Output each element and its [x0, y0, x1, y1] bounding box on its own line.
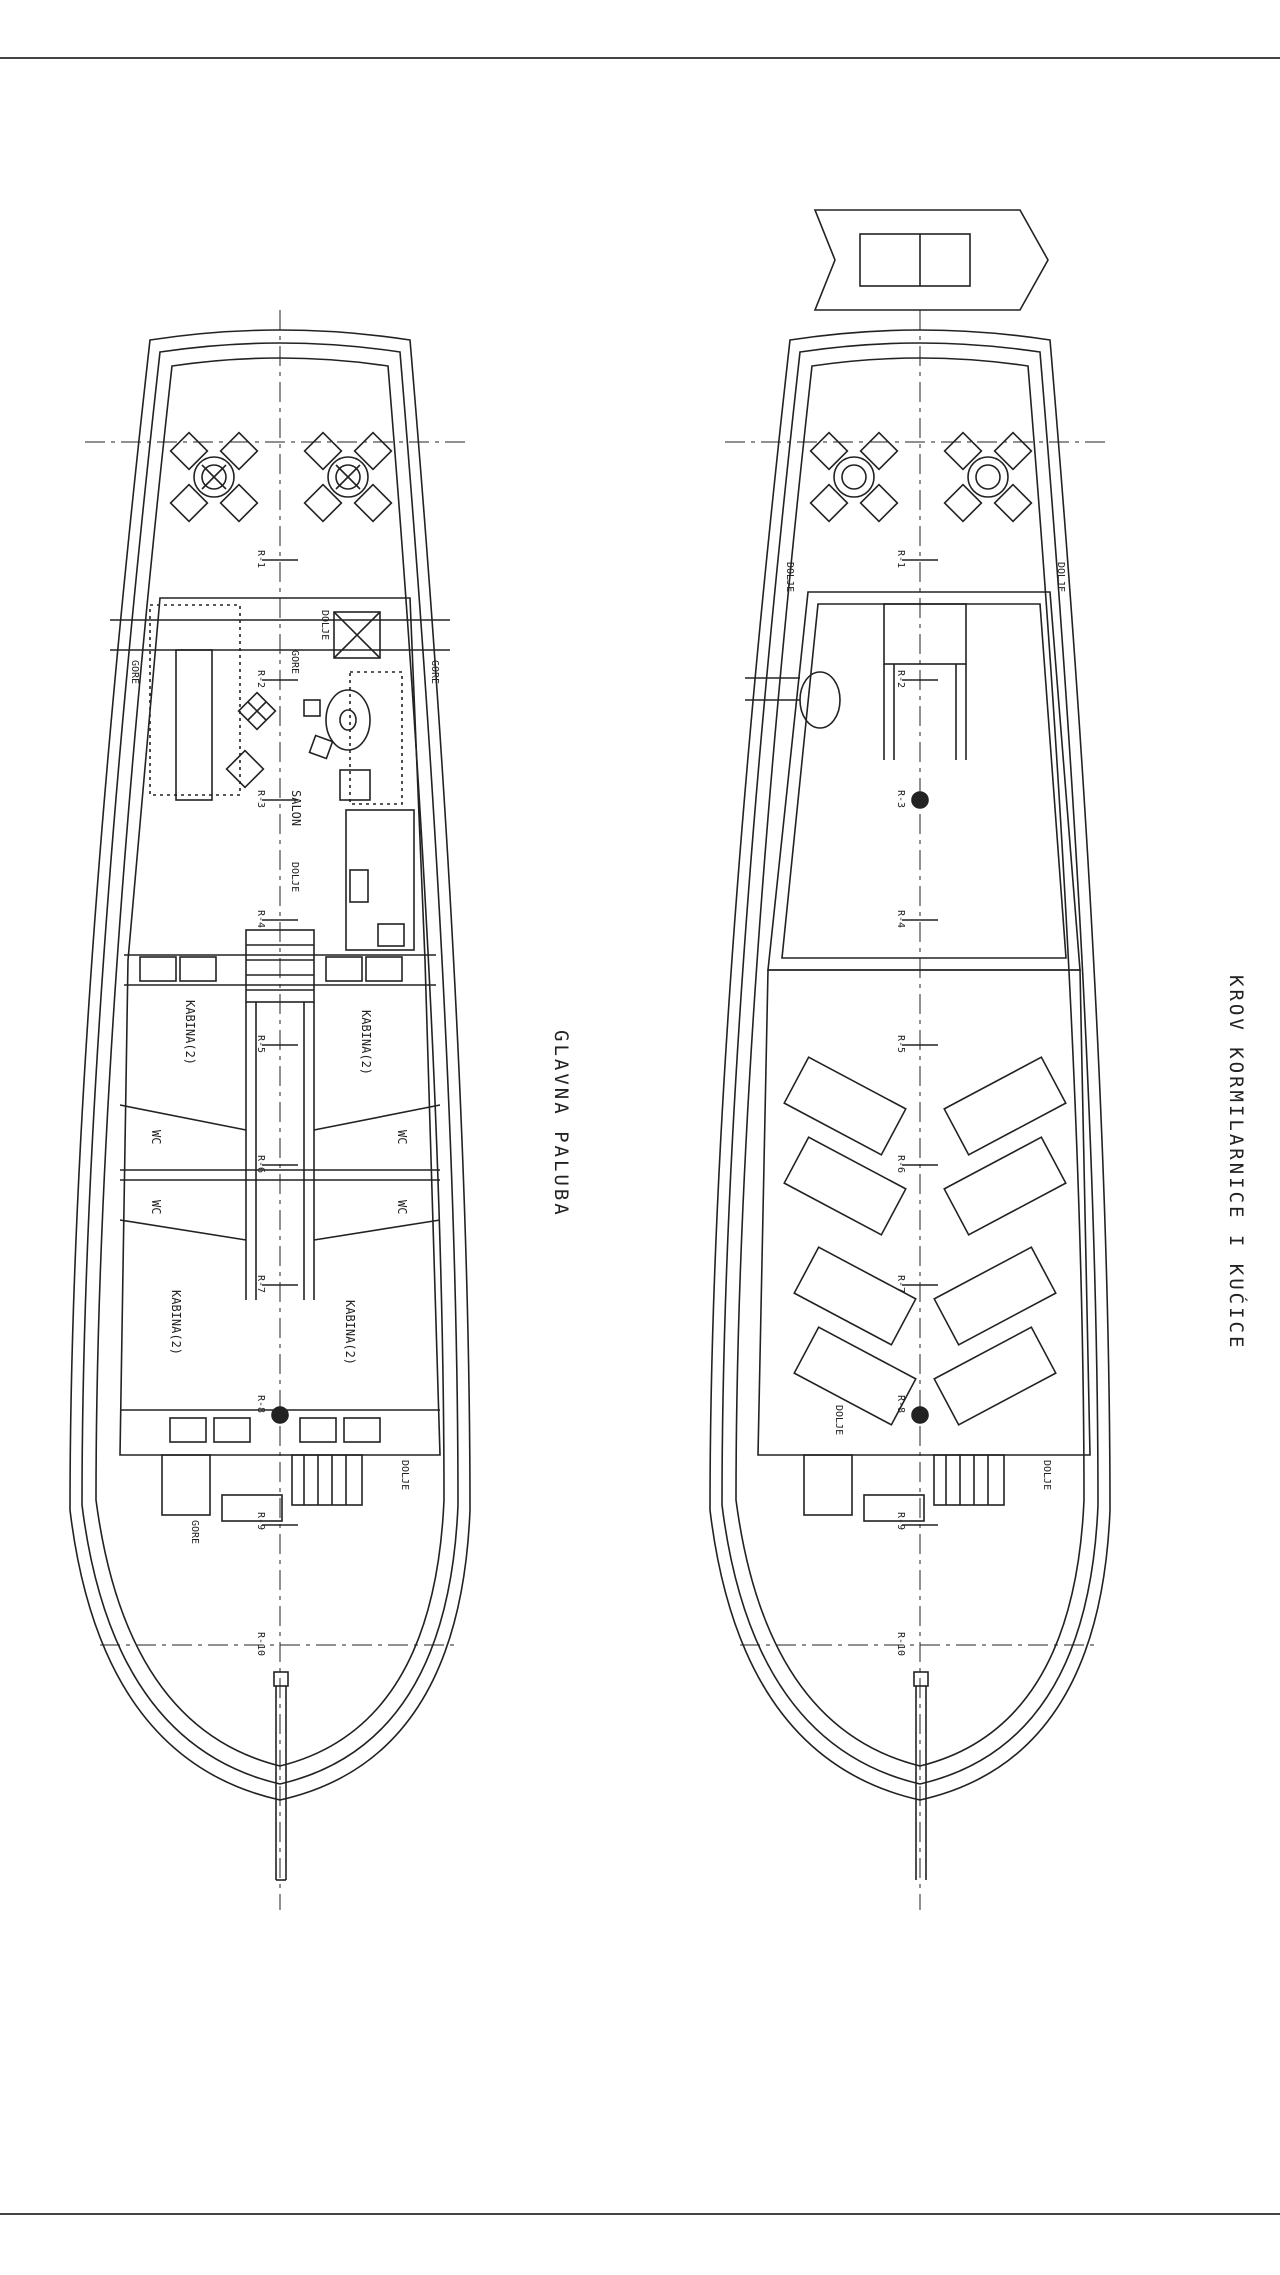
frame-label-r7-roof: R-7 — [895, 1275, 906, 1293]
dolje-label-aft: DOLJE — [319, 610, 330, 640]
dolje-label-stern: DOLJE — [399, 1460, 410, 1490]
gore-label-stern: GORE — [189, 1520, 200, 1544]
frame-label-r3-main: R-3 — [255, 790, 266, 808]
dolje-label-salon: DOLJE — [289, 862, 300, 892]
frame-label-r7-main: R-7 — [255, 1275, 266, 1293]
roof-dolje-label-right: DOLJE — [1055, 562, 1066, 592]
roof-dolje-label-stern-right: DOLJE — [1041, 1460, 1052, 1490]
aft-seating-left — [169, 431, 259, 523]
main-deckhouse — [119, 597, 441, 1456]
main-hull-outer — [69, 329, 471, 1801]
wc-label-4: WC — [395, 1200, 409, 1214]
frame-label-r8-main: R-8 — [255, 1395, 266, 1413]
wc-label-2: WC — [395, 1130, 409, 1144]
frame-label-r4-main: R-4 — [255, 910, 266, 928]
frame-label-r2-main: R-2 — [255, 670, 266, 688]
frame-label-r2-roof: R-2 — [895, 670, 906, 688]
roof-dolje-label-stern-left: DOLJE — [833, 1405, 844, 1435]
frame-label-r1-main: R-1 — [255, 550, 266, 568]
frame-label-r9-roof: R-9 — [895, 1512, 906, 1530]
frame-label-r9-main: R-9 — [255, 1512, 266, 1530]
kabina-label-2: KABINA(2) — [359, 1010, 373, 1075]
tender-dinghy — [813, 209, 1049, 311]
main-deck-title: GLAVNA PALUBA — [550, 1030, 572, 1218]
roof-seating-right — [943, 431, 1033, 523]
frame-label-r8-roof: R-8 — [895, 1395, 906, 1413]
frame-label-r6-roof: R-6 — [895, 1155, 906, 1173]
gore-label-center: GORE — [289, 650, 300, 674]
salon-label: SALON — [289, 790, 303, 826]
frame-label-r10-main: R-10 — [255, 1632, 266, 1656]
roof-hull-deckline — [735, 357, 1085, 1767]
frame-label-r5-main: R-5 — [255, 1035, 266, 1053]
roof-deck-plan — [709, 209, 1111, 1910]
wc-label-1: WC — [149, 1130, 163, 1144]
roof-dolje-label-left: DOLJE — [784, 562, 795, 592]
frame-label-r3-roof: R-3 — [895, 790, 906, 808]
frame-label-r6-main: R-6 — [255, 1155, 266, 1173]
kabina-label-3: KABINA(2) — [169, 1290, 183, 1355]
frame-label-r4-roof: R-4 — [895, 910, 906, 928]
frame-label-r5-roof: R-5 — [895, 1035, 906, 1053]
roof-hull-outer — [709, 329, 1111, 1801]
top-border-line — [0, 57, 1280, 59]
wc-label-3: WC — [149, 1200, 163, 1214]
main-deck-plan — [69, 310, 471, 1910]
main-hull-deckline — [95, 357, 445, 1767]
main-hull-inner — [81, 342, 459, 1785]
roof-seating-left — [809, 431, 899, 523]
kabina-label-4: KABINA(2) — [343, 1300, 357, 1365]
gore-label-right: GORE — [429, 660, 440, 684]
sunbeds — [783, 1056, 1067, 1426]
frame-label-r1-roof: R-1 — [895, 550, 906, 568]
kabina-label-1: KABINA(2) — [183, 1000, 197, 1065]
roof-deck-title: KROV KORMILARNICE I KUĆICE — [1225, 975, 1249, 1350]
roof-hull-inner — [721, 342, 1099, 1785]
gore-label-left: GORE — [129, 660, 140, 684]
wheelhouse-roof — [767, 591, 1081, 971]
frame-label-r10-roof: R-10 — [895, 1632, 906, 1656]
bottom-border-line — [0, 2213, 1280, 2215]
aft-seating-right — [303, 431, 393, 523]
